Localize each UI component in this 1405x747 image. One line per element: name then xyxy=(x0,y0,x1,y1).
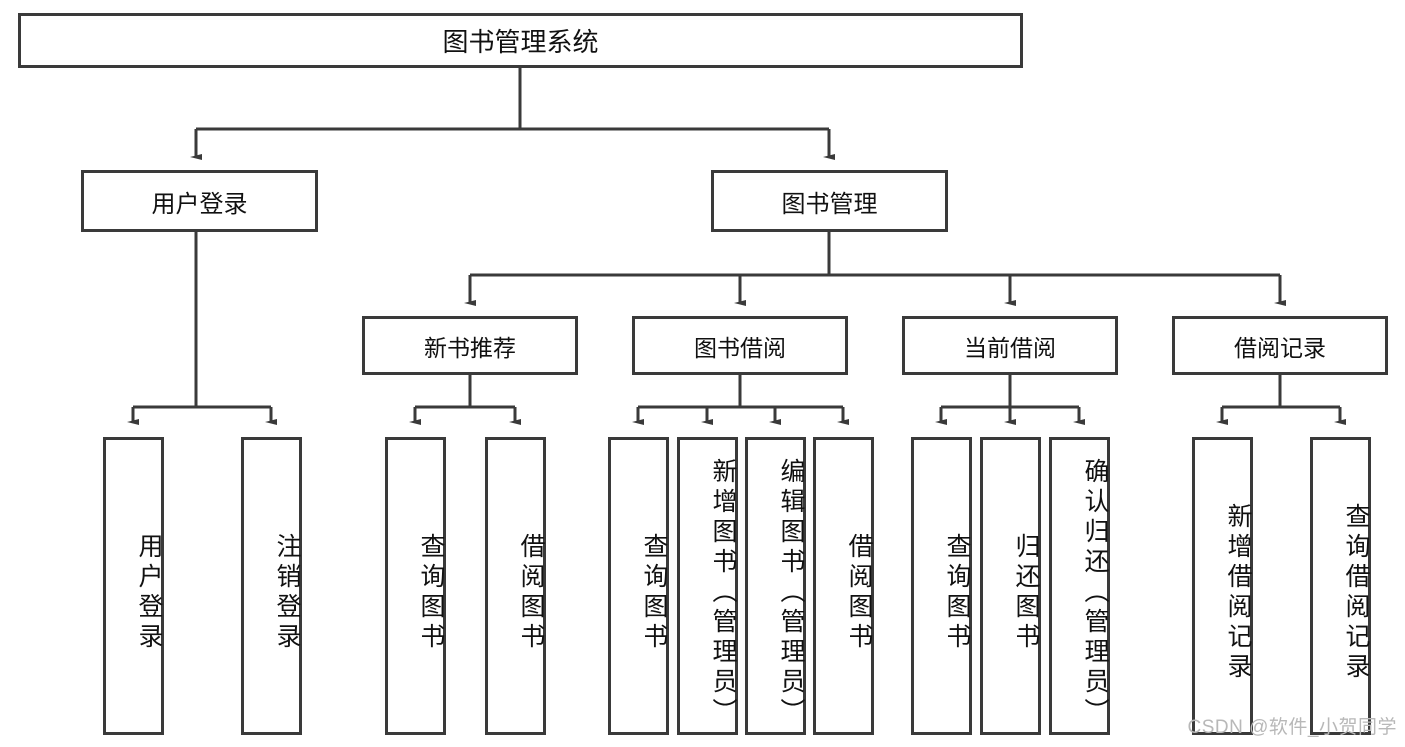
node-user-login[interactable]: 用户登录 xyxy=(81,170,318,232)
node-leaf-add-book-label: 新增图书（管理员） xyxy=(709,458,737,728)
node-root-label: 图书管理系统 xyxy=(442,27,599,57)
node-leaf-query-book-1-label: 查询图书 xyxy=(417,533,445,653)
node-leaf-borrow-book-1-label: 借阅图书 xyxy=(517,533,545,653)
node-book-management[interactable]: 图书管理 xyxy=(711,170,948,232)
node-leaf-query-book-2[interactable]: 查询图书 xyxy=(608,437,669,735)
node-leaf-add-record-label: 新增借阅记录 xyxy=(1224,503,1252,683)
node-leaf-edit-book-label: 编辑图书（管理员） xyxy=(777,458,805,728)
node-leaf-return-book-label: 归还图书 xyxy=(1012,533,1040,653)
node-leaf-logout-login-label: 注销登录 xyxy=(273,533,301,653)
node-leaf-confirm-return[interactable]: 确认归还（管理员） xyxy=(1049,437,1110,735)
node-leaf-query-record-label: 查询借阅记录 xyxy=(1342,503,1370,683)
node-current-borrow[interactable]: 当前借阅 xyxy=(902,316,1118,375)
node-leaf-user-login[interactable]: 用户登录 xyxy=(103,437,164,735)
node-leaf-add-book[interactable]: 新增图书（管理员） xyxy=(677,437,738,735)
node-book-borrow[interactable]: 图书借阅 xyxy=(632,316,848,375)
node-leaf-logout-login[interactable]: 注销登录 xyxy=(241,437,302,735)
node-current-borrow-label: 当前借阅 xyxy=(964,334,1056,361)
node-leaf-borrow-book-2[interactable]: 借阅图书 xyxy=(813,437,874,735)
node-leaf-add-record[interactable]: 新增借阅记录 xyxy=(1192,437,1253,735)
node-leaf-query-book-3[interactable]: 查询图书 xyxy=(911,437,972,735)
node-leaf-query-book-1[interactable]: 查询图书 xyxy=(385,437,446,735)
node-new-book-recommend-label: 新书推荐 xyxy=(424,334,516,361)
node-leaf-query-book-2-label: 查询图书 xyxy=(640,533,668,653)
node-leaf-user-login-label: 用户登录 xyxy=(135,533,163,653)
node-borrow-record[interactable]: 借阅记录 xyxy=(1172,316,1388,375)
node-leaf-query-record[interactable]: 查询借阅记录 xyxy=(1310,437,1371,735)
node-leaf-borrow-book-1[interactable]: 借阅图书 xyxy=(485,437,546,735)
csdn-watermark: CSDN @软件_小贺同学 xyxy=(1187,717,1397,738)
node-new-book-recommend[interactable]: 新书推荐 xyxy=(362,316,578,375)
node-leaf-query-book-3-label: 查询图书 xyxy=(943,533,971,653)
node-leaf-confirm-return-label: 确认归还（管理员） xyxy=(1081,458,1109,728)
node-leaf-return-book[interactable]: 归还图书 xyxy=(980,437,1041,735)
node-borrow-record-label: 借阅记录 xyxy=(1234,334,1326,361)
node-root[interactable]: 图书管理系统 xyxy=(18,13,1023,68)
node-leaf-borrow-book-2-label: 借阅图书 xyxy=(845,533,873,653)
node-book-management-label: 图书管理 xyxy=(781,190,878,218)
node-leaf-edit-book[interactable]: 编辑图书（管理员） xyxy=(745,437,806,735)
node-book-borrow-label: 图书借阅 xyxy=(694,334,786,361)
node-user-login-label: 用户登录 xyxy=(151,190,248,218)
